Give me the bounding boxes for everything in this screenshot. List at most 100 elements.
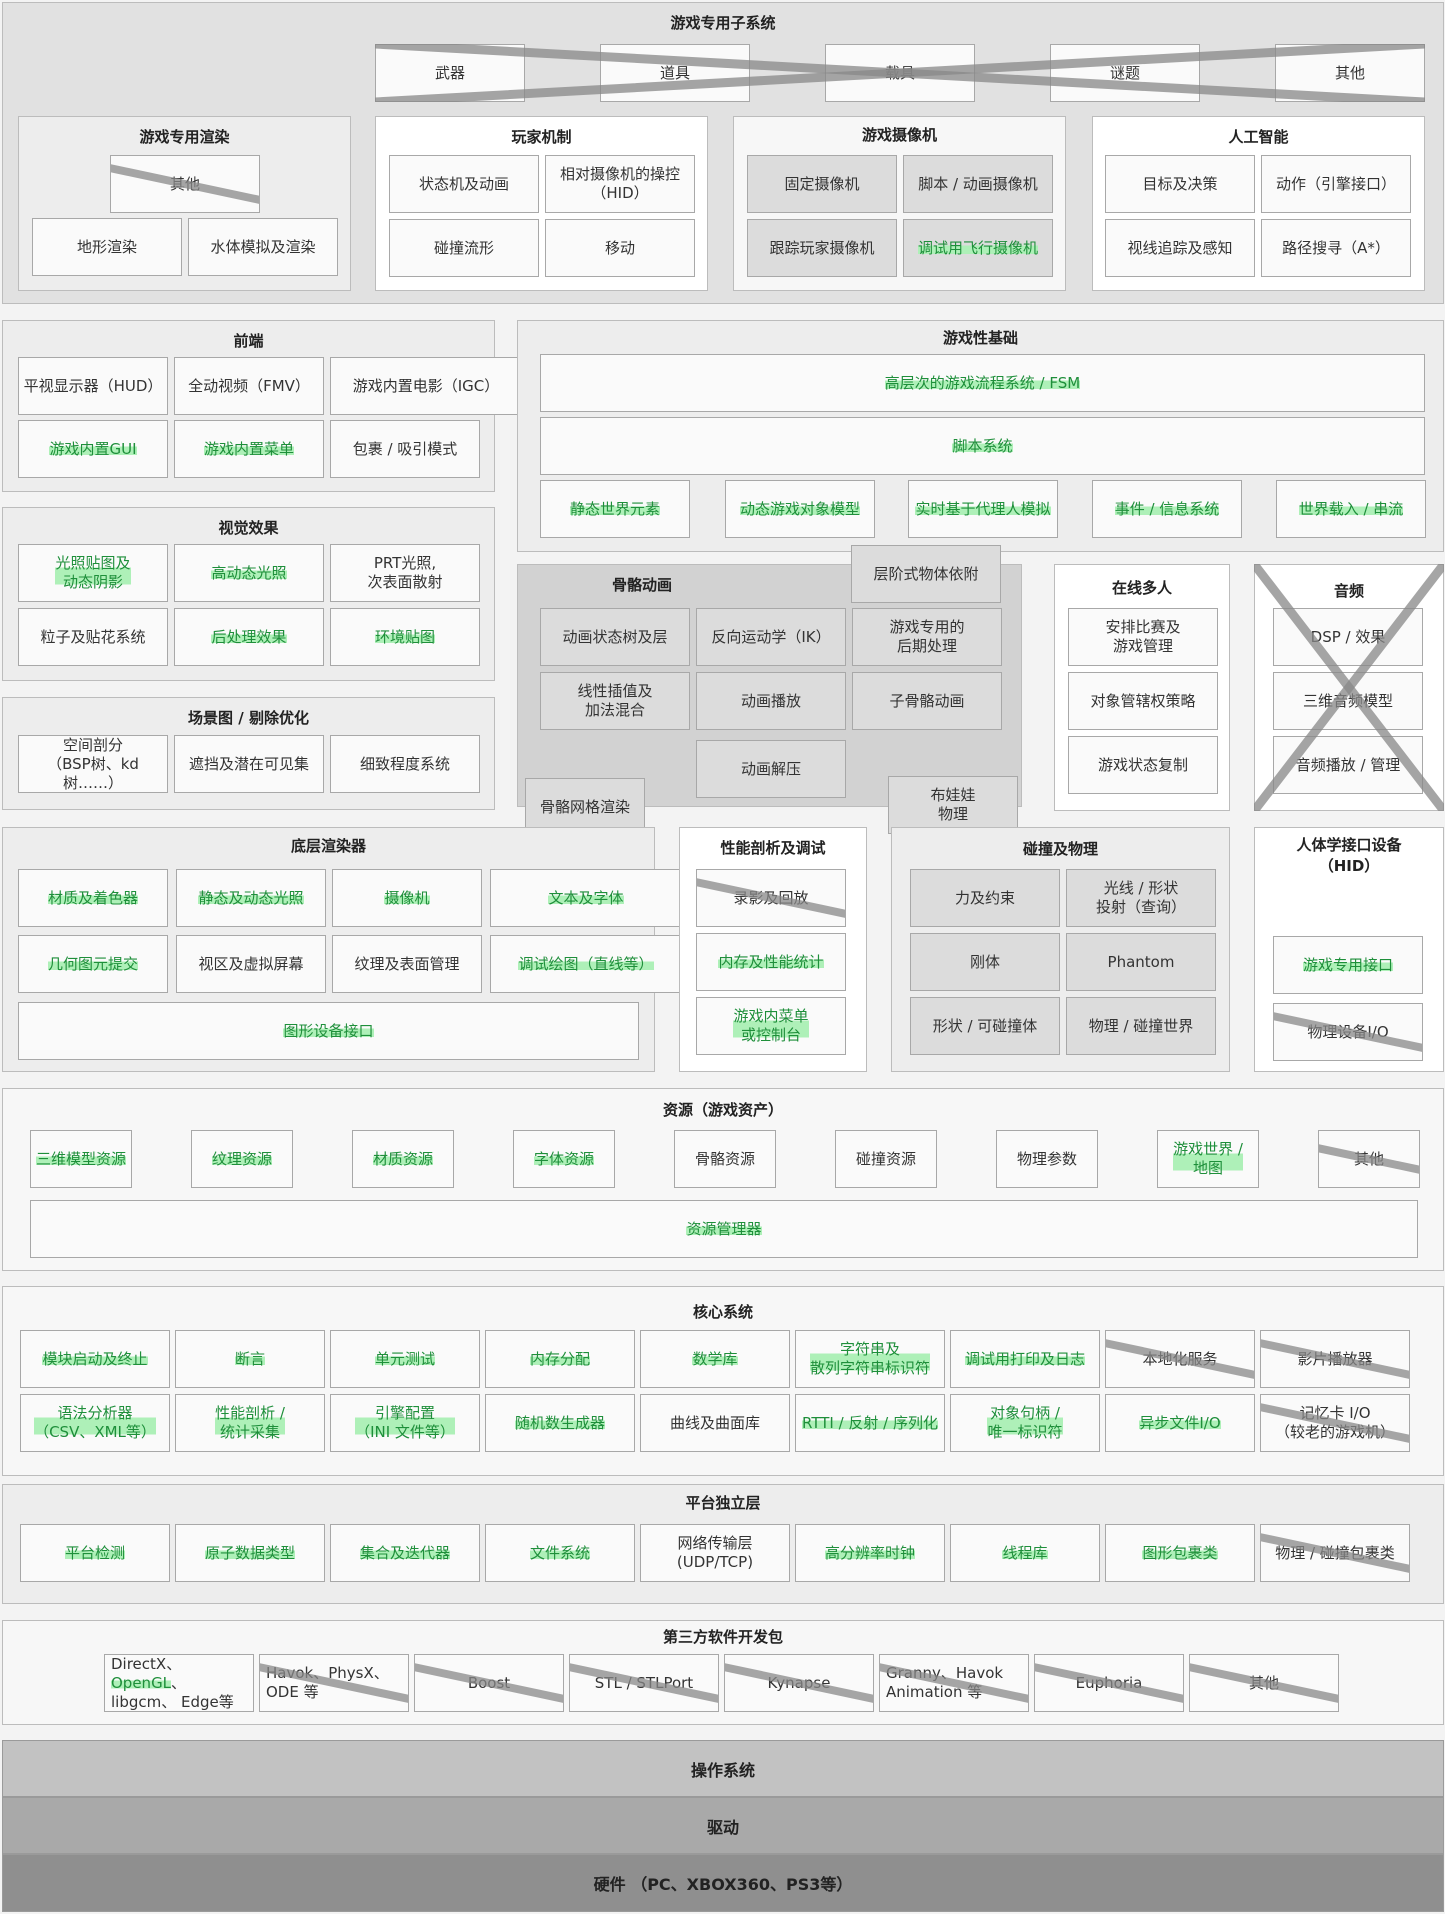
- module-box: 环境贴图: [330, 608, 480, 666]
- module-label: 环境贴图: [374, 627, 435, 647]
- module-label: RTTI / 反射 / 序列化: [802, 1413, 938, 1433]
- module-label: 文件系统: [529, 1543, 590, 1563]
- drivers-band: 驱动: [2, 1797, 1444, 1854]
- module-box: 碰撞资源: [835, 1130, 937, 1188]
- module-box: 事件 / 信息系统: [1092, 480, 1242, 538]
- module-label: 游戏内菜单或控制台: [733, 1007, 809, 1045]
- module-box: 调试用打印及日志: [950, 1330, 1100, 1388]
- module-box: 状态机及动画: [389, 155, 539, 213]
- module-label: 跟踪玩家摄像机: [769, 238, 875, 257]
- module-label: Boost: [467, 1673, 511, 1692]
- module-box: 录影及回放: [696, 869, 846, 927]
- module-box: 内存及性能统计: [696, 933, 846, 991]
- module-label: 三维音频模型: [1302, 691, 1393, 710]
- module-box: 影片播放器: [1260, 1330, 1410, 1388]
- module-label: 谜题: [1109, 63, 1140, 82]
- module-box: 碰撞流形: [389, 219, 539, 277]
- module-label: 材质及着色器: [47, 888, 138, 908]
- module-box: 平视显示器（HUD）: [18, 357, 168, 415]
- vfx-title: 视觉效果: [218, 519, 279, 537]
- module-box: 光线 / 形状投射（查询）: [1066, 869, 1216, 927]
- module-label: 遮挡及潜在可见集: [188, 754, 309, 773]
- module-box: 动画状态树及层: [540, 608, 690, 666]
- module-box: 资源管理器: [30, 1200, 1418, 1258]
- top-item-box: 道具: [600, 44, 750, 102]
- module-label: 高动态光照: [211, 563, 287, 583]
- module-box: Phantom: [1066, 933, 1216, 991]
- module-box: 空间剖分（BSP树、kd树……）: [18, 735, 168, 793]
- resources-title: 资源（游戏资产）: [662, 1101, 783, 1119]
- module-label: 本地化服务: [1142, 1349, 1218, 1368]
- module-box: 目标及决策: [1105, 155, 1255, 213]
- module-box: 移动: [545, 219, 695, 277]
- module-box: 物理设备I/O: [1273, 1003, 1423, 1061]
- module-box: 动画播放: [696, 672, 846, 730]
- module-label: 影片播放器: [1297, 1349, 1373, 1368]
- module-box: 音频播放 / 管理: [1273, 736, 1423, 794]
- module-label: 异步文件I/O: [1139, 1413, 1221, 1433]
- module-box: 内存分配: [485, 1330, 635, 1388]
- module-box: 数学库: [640, 1330, 790, 1388]
- module-box: 路径搜寻（A*）: [1261, 219, 1411, 277]
- module-box: 脚本系统: [540, 417, 1425, 475]
- module-box: 摄像机: [332, 869, 482, 927]
- module-label: 视线追踪及感知: [1127, 238, 1233, 257]
- top-item-box: 谜题: [1050, 44, 1200, 102]
- module-box: 线性插值及加法混合: [540, 672, 690, 730]
- module-box: 游戏专用接口: [1273, 936, 1423, 994]
- module-label: 其他: [1353, 1149, 1384, 1168]
- module-label: 动态游戏对象模型: [739, 499, 860, 519]
- module-box: 遮挡及潜在可见集: [174, 735, 324, 793]
- module-label: Phantom: [1107, 952, 1175, 971]
- module-box: Euphoria: [1034, 1654, 1184, 1712]
- module-label: 骨骼资源: [694, 1149, 755, 1168]
- module-label: 地形渲染: [76, 237, 137, 256]
- module-label: 性能剖析 /统计采集: [215, 1404, 285, 1442]
- module-label: 动作（引擎接口）: [1275, 174, 1396, 193]
- module-label: 水体模拟及渲染: [210, 237, 316, 256]
- module-label: 集合及迭代器: [359, 1543, 450, 1563]
- gameplay-foundation-title: 游戏性基础: [942, 329, 1018, 347]
- module-box: 反向运动学（IK）: [696, 608, 846, 666]
- module-box: 其他: [110, 155, 260, 213]
- module-box: 其他: [1318, 1130, 1420, 1188]
- module-box: 游戏世界 /地图: [1157, 1130, 1259, 1188]
- hierarchy-box: 层阶式物体依附: [851, 545, 1001, 603]
- module-box: 跟踪玩家摄像机: [747, 219, 897, 277]
- module-label: 资源管理器: [686, 1219, 762, 1239]
- module-label: 刚体: [969, 952, 1000, 971]
- hardware-band: 硬件 （PC、XBOX360、PS3等）: [2, 1854, 1444, 1912]
- module-box: 断言: [175, 1330, 325, 1388]
- module-label: 层阶式物体依附: [873, 564, 979, 583]
- module-box: 高层次的游戏流程系统 / FSM: [540, 354, 1425, 412]
- module-box: 子骨骼动画: [852, 672, 1002, 730]
- module-box: 游戏内菜单或控制台: [696, 997, 846, 1055]
- module-label: Kynapse: [767, 1673, 831, 1692]
- module-box: Kynapse: [724, 1654, 874, 1712]
- module-label: 对象句柄 /唯一标识符: [987, 1404, 1063, 1442]
- module-label: 静态世界元素: [569, 499, 660, 519]
- collision-physics-title: 碰撞及物理: [1022, 840, 1098, 858]
- opengl-label: OpenGL: [111, 1673, 172, 1692]
- module-label: 其他: [1248, 1673, 1279, 1692]
- module-box: 网络传输层(UDP/TCP): [640, 1524, 790, 1582]
- module-box: 字符串及散列字符串标识符: [795, 1330, 945, 1388]
- module-box: 引擎配置（INI 文件等）: [330, 1394, 480, 1452]
- module-label: 骨骼网格渲染: [539, 797, 630, 816]
- module-box: DirectX、OpenGL、libgcm、 Edge等: [104, 1654, 254, 1712]
- platform-title: 平台独立层: [685, 1494, 761, 1512]
- module-label: 物理 / 碰撞包裹类: [1275, 1543, 1395, 1562]
- module-label: 后处理效果: [211, 627, 287, 647]
- module-box: PRT光照,次表面散射: [330, 544, 480, 602]
- top-item-box: 载具: [825, 44, 975, 102]
- module-box: 图形设备接口: [18, 1002, 639, 1060]
- module-label: 形状 / 可碰撞体: [932, 1016, 1038, 1035]
- module-label: 图形设备接口: [283, 1021, 374, 1041]
- module-label: 事件 / 信息系统: [1114, 499, 1220, 519]
- module-label: 细致程度系统: [359, 754, 450, 773]
- module-box: 细致程度系统: [330, 735, 480, 793]
- game-subsystems-title: 游戏专用子系统: [670, 14, 776, 32]
- module-box: DSP / 效果: [1273, 608, 1423, 666]
- module-label: 内存分配: [529, 1349, 590, 1369]
- module-box: 本地化服务: [1105, 1330, 1255, 1388]
